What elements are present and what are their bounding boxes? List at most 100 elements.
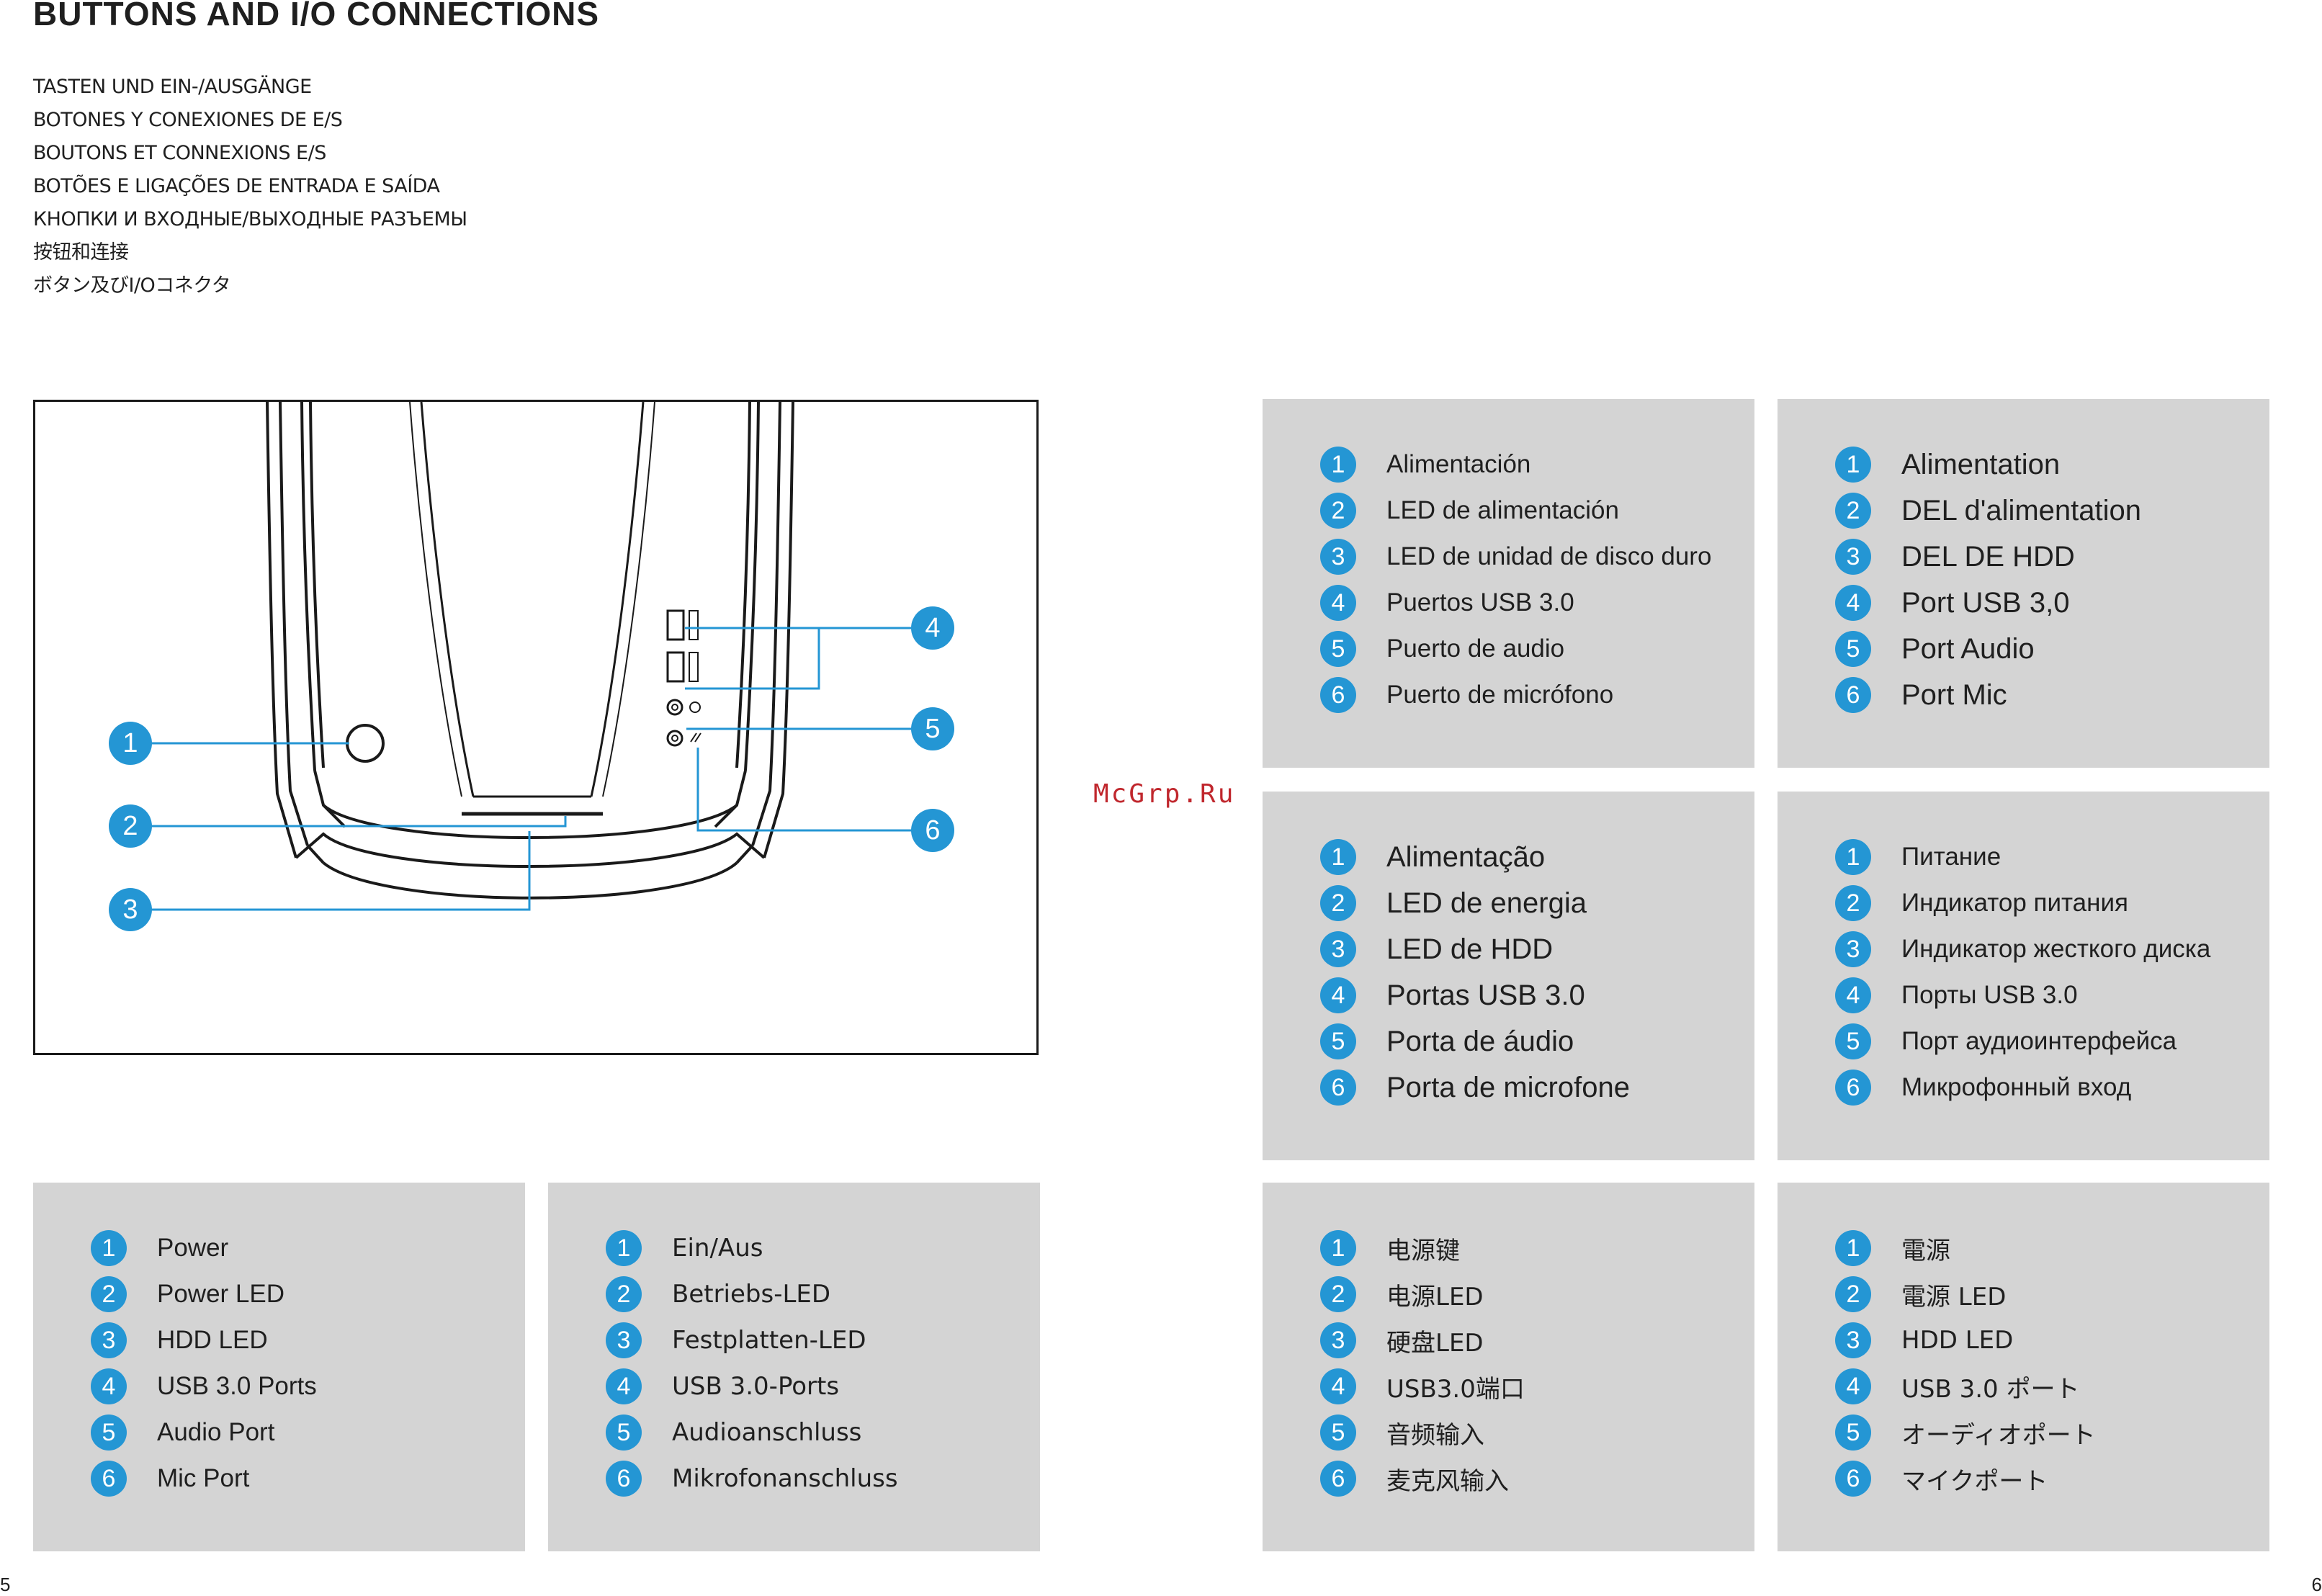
item-label: USB 3.0-Ports bbox=[672, 1372, 840, 1401]
item-label: Mic Port bbox=[157, 1464, 250, 1492]
number-badge: 4 bbox=[1320, 585, 1356, 621]
item-label: Alimentation bbox=[1901, 448, 2061, 480]
number-badge: 1 bbox=[1835, 1230, 1871, 1266]
item-label: オーディオポート bbox=[1901, 1420, 2096, 1450]
subtitle-chinese: 按钮和连接 bbox=[33, 241, 129, 264]
number-badge: 5 bbox=[1320, 631, 1356, 667]
number-badge: 2 bbox=[1320, 493, 1356, 529]
number-badge: 3 bbox=[1320, 1322, 1356, 1358]
number-badge: 2 bbox=[606, 1276, 642, 1312]
callout-2: 2 bbox=[109, 804, 152, 848]
number-badge: 4 bbox=[606, 1368, 642, 1404]
number-badge: 6 bbox=[1835, 1461, 1871, 1497]
number-badge: 6 bbox=[1835, 677, 1871, 713]
page-title: BUTTONS AND I/O CONNECTIONS bbox=[33, 0, 600, 32]
item-label: Audioanschluss bbox=[672, 1418, 862, 1447]
number-badge: 3 bbox=[1835, 539, 1871, 575]
item-label: USB 3.0 Ports bbox=[157, 1372, 317, 1400]
callout-3: 3 bbox=[109, 888, 152, 931]
item-label: Порты USB 3.0 bbox=[1901, 981, 2078, 1009]
list-item: 4 USB 3.0-Ports bbox=[606, 1363, 898, 1409]
list-item: 4 USB3.0端口 bbox=[1320, 1363, 1525, 1409]
number-badge: 4 bbox=[1320, 1368, 1356, 1404]
list-item: 3 HDD LED bbox=[1835, 1317, 2096, 1363]
number-badge: 1 bbox=[1320, 1230, 1356, 1266]
number-badge: 6 bbox=[606, 1461, 642, 1497]
watermark: McGrp.Ru bbox=[1093, 779, 1236, 809]
number-badge: 3 bbox=[1835, 1322, 1871, 1358]
item-label: Puerto de micrófono bbox=[1386, 681, 1614, 709]
list-item: 4 USB 3.0 Ports bbox=[91, 1363, 317, 1409]
list-item: 4 USB 3.0 ポート bbox=[1835, 1363, 2096, 1409]
list-item: 3 DEL DE HDD bbox=[1835, 534, 2141, 580]
item-label: Betriebs-LED bbox=[672, 1280, 831, 1309]
number-badge: 1 bbox=[91, 1230, 127, 1266]
number-badge: 3 bbox=[1320, 931, 1356, 967]
item-label: Индикатор питания bbox=[1901, 889, 2128, 917]
item-label: Festplatten-LED bbox=[672, 1326, 866, 1355]
item-label: Port Audio bbox=[1901, 632, 2035, 665]
number-badge: 1 bbox=[606, 1230, 642, 1266]
number-badge: 1 bbox=[1320, 447, 1356, 483]
subtitle-portuguese: BOTÕES E LIGAÇÕES DE ENTRADA E SAÍDA bbox=[33, 175, 440, 197]
item-label: USB 3.0 ポート bbox=[1901, 1374, 2080, 1404]
item-label: Audio Port bbox=[157, 1418, 275, 1446]
number-badge: 2 bbox=[1320, 1276, 1356, 1312]
number-badge: 1 bbox=[1320, 839, 1356, 875]
item-label: HDD LED bbox=[1901, 1326, 2014, 1355]
number-badge: 5 bbox=[1835, 1415, 1871, 1451]
item-label: Ein/Aus bbox=[672, 1234, 763, 1263]
list-item: 1 Power bbox=[91, 1225, 317, 1271]
number-badge: 4 bbox=[1835, 1368, 1871, 1404]
number-badge: 1 bbox=[1835, 447, 1871, 483]
item-label: USB3.0端口 bbox=[1386, 1374, 1525, 1404]
item-label: Питание bbox=[1901, 843, 2002, 871]
list-item: 4 Порты USB 3.0 bbox=[1835, 972, 2210, 1018]
number-badge: 5 bbox=[1835, 631, 1871, 667]
number-badge: 6 bbox=[91, 1461, 127, 1497]
item-label: DEL d'alimentation bbox=[1901, 494, 2142, 526]
item-label: LED de alimentación bbox=[1386, 496, 1619, 524]
item-label: HDD LED bbox=[157, 1326, 268, 1354]
item-label: Puertos USB 3.0 bbox=[1386, 588, 1574, 617]
item-label: Port Mic bbox=[1901, 678, 2007, 711]
number-badge: 4 bbox=[91, 1368, 127, 1404]
case-top-diagram: 1 2 3 4 5 6 bbox=[33, 400, 1039, 1055]
item-label: Индикатор жесткого диска bbox=[1901, 935, 2211, 963]
list-item: 6 Mic Port bbox=[91, 1456, 317, 1502]
subtitle-german: TASTEN UND EIN-/AUSGÄNGE bbox=[33, 76, 312, 98]
item-label: Микрофонный вход bbox=[1901, 1073, 2132, 1101]
item-label: 音频输入 bbox=[1386, 1420, 1484, 1450]
item-label: DEL DE HDD bbox=[1901, 540, 2075, 573]
item-label: 电源键 bbox=[1386, 1236, 1460, 1265]
subtitle-russian: КНОПКИ И ВХОДНЫЕ/ВЫХОДНЫЕ РАЗЪЕМЫ bbox=[33, 208, 467, 230]
number-badge: 2 bbox=[1320, 885, 1356, 921]
item-label: 電源 LED bbox=[1901, 1282, 2007, 1312]
number-badge: 4 bbox=[1835, 977, 1871, 1013]
callout-6: 6 bbox=[911, 809, 954, 852]
item-label: Power bbox=[157, 1234, 229, 1262]
